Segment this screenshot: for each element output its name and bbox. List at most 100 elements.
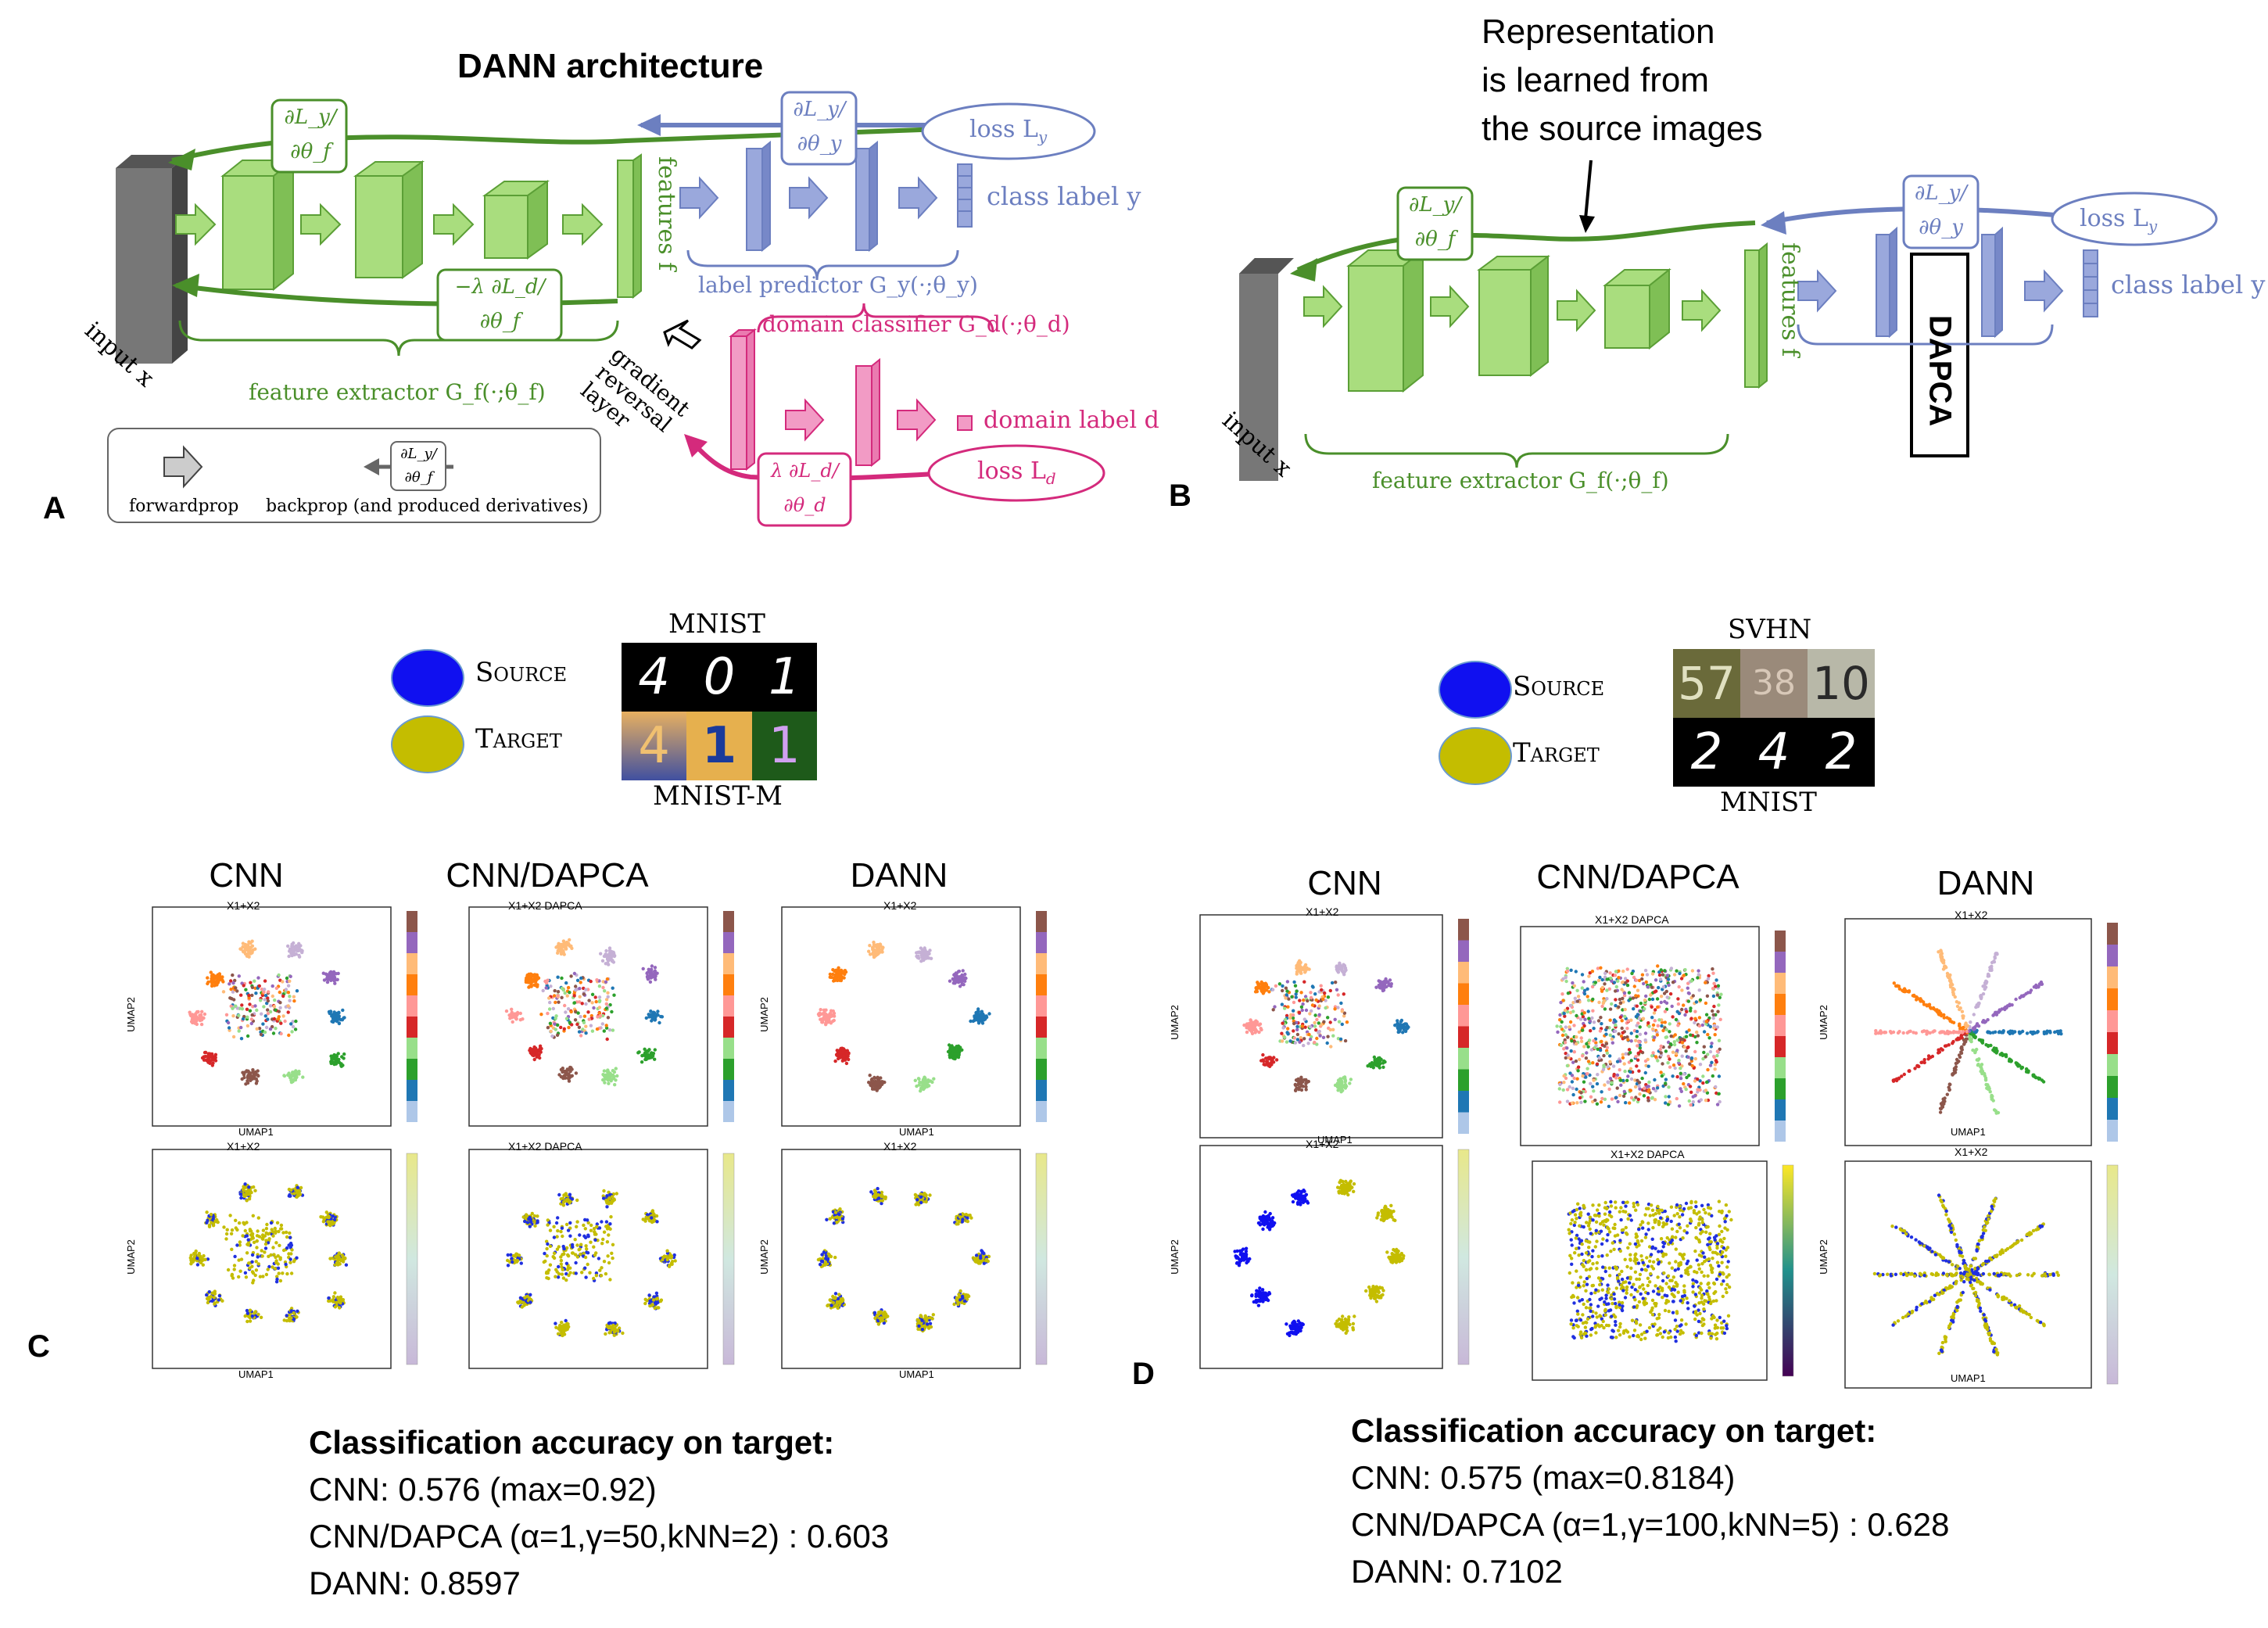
digit-sample: 4: [622, 712, 687, 780]
scatter-point: [923, 1324, 926, 1328]
scatter-point: [583, 1227, 587, 1231]
scatter-point: [961, 969, 965, 973]
scatter-point: [254, 992, 258, 995]
scatter-point: [1308, 1012, 1312, 1016]
scatter-point: [824, 1257, 828, 1260]
scatter-point: [1328, 988, 1333, 993]
scatter-point: [553, 988, 557, 993]
scatter-point: [563, 1325, 568, 1329]
scatter-point: [1558, 1100, 1562, 1104]
scatter-point: [1671, 1063, 1676, 1067]
scatter-point: [582, 1014, 587, 1018]
scatter-point: [1623, 1069, 1627, 1074]
scatter-point: [1712, 981, 1716, 985]
scatter-point: [337, 1021, 342, 1026]
scatter-point: [535, 1051, 539, 1055]
scatter-point: [226, 1268, 231, 1272]
colorbar-segment: [407, 974, 417, 995]
scatter-point: [604, 1006, 609, 1010]
scatter-point: [951, 1045, 955, 1050]
scatter-point: [640, 1060, 644, 1064]
scatter-point: [927, 952, 931, 956]
scatter-point: [584, 1031, 588, 1035]
scatter-point: [588, 1271, 592, 1275]
colorbar-segment: [407, 953, 417, 974]
scatter-point: [580, 1271, 584, 1275]
scatter-point: [342, 1052, 346, 1056]
scatter-point: [1583, 1099, 1587, 1103]
scatter-point: [254, 1260, 258, 1264]
scatter-point: [1259, 980, 1263, 984]
scatter-point: [1595, 1081, 1600, 1086]
scatter-point: [1281, 1026, 1285, 1030]
scatter-point: [559, 1025, 563, 1030]
scatter-point: [1341, 1088, 1345, 1092]
colorbar-segment: [723, 974, 734, 995]
b-class-label-y: class label y: [2111, 270, 2266, 299]
scatter-point: [601, 1237, 605, 1242]
colorbar-segment: [1036, 995, 1047, 1017]
scatter-point: [598, 1268, 602, 1272]
scatter-point: [239, 1037, 244, 1041]
scatter-point: [245, 1007, 249, 1011]
scatter-point: [1571, 981, 1575, 985]
scatter-point: [927, 956, 931, 960]
scatter-point: [604, 948, 608, 953]
scatter-point: [230, 997, 234, 1001]
scatter-point: [1715, 1025, 1720, 1029]
scatter-point: [245, 1311, 250, 1315]
scatter-point: [832, 1018, 837, 1023]
scatter-point: [607, 963, 611, 966]
scatter-point: [1620, 1019, 1624, 1023]
scatter-point: [243, 1228, 247, 1233]
scatter-point: [193, 1017, 197, 1020]
target-swatch-c: [391, 715, 464, 773]
target-label-c: Target: [475, 723, 562, 755]
scatter-point: [245, 1199, 249, 1203]
scatter-point: [560, 995, 564, 999]
colorbar-segment: [1458, 983, 1469, 1005]
scatter-point: [1399, 1018, 1404, 1023]
scatter-point: [518, 1018, 522, 1022]
scatter-point: [958, 1215, 962, 1219]
scatter-point: [212, 1296, 217, 1300]
scatter-point: [1628, 1101, 1632, 1105]
scatter-point: [1292, 1009, 1295, 1013]
scatter-point: [648, 1299, 652, 1303]
plot-title-d-dann: DANN: [1937, 864, 2035, 902]
digit-sample: 4: [1757, 723, 1790, 781]
scatter-point: [1559, 1024, 1563, 1029]
scatter-point: [880, 950, 884, 954]
scatter-point: [338, 1262, 342, 1266]
scatter-point: [607, 1260, 611, 1265]
scatter-point: [1614, 998, 1618, 1002]
scatter-point: [612, 1333, 616, 1337]
scatter-point: [266, 1232, 271, 1236]
scatter-point: [267, 1254, 271, 1258]
scatter-point: [1606, 1080, 1610, 1084]
scatter-point: [289, 1271, 294, 1275]
scatter-point: [563, 991, 567, 995]
scatter-point: [212, 974, 216, 978]
scatter-point: [655, 1220, 659, 1224]
scatter-point: [1579, 1100, 1583, 1104]
scatter-point: [210, 984, 214, 988]
scatter-point: [604, 1220, 609, 1224]
scatter-point: [1608, 1033, 1612, 1037]
scatter-point: [1669, 1035, 1673, 1038]
scatter-point: [262, 1005, 266, 1009]
scatter-point: [607, 956, 611, 960]
scatter-point: [294, 1019, 298, 1024]
scatter-point: [288, 1235, 292, 1239]
domain-label-d: domain label d: [984, 407, 1159, 434]
scatter-point: [203, 1257, 207, 1261]
scatter-point: [1708, 1049, 1713, 1054]
scatter-point: [538, 1044, 543, 1048]
scatter-point: [577, 1030, 582, 1034]
scatter-point: [875, 946, 880, 950]
scatter-point: [1608, 1007, 1613, 1011]
scatter-point: [876, 1081, 880, 1086]
scatter-point: [338, 1060, 342, 1065]
scatter-point: [654, 1291, 659, 1295]
scatter-point: [579, 976, 583, 981]
